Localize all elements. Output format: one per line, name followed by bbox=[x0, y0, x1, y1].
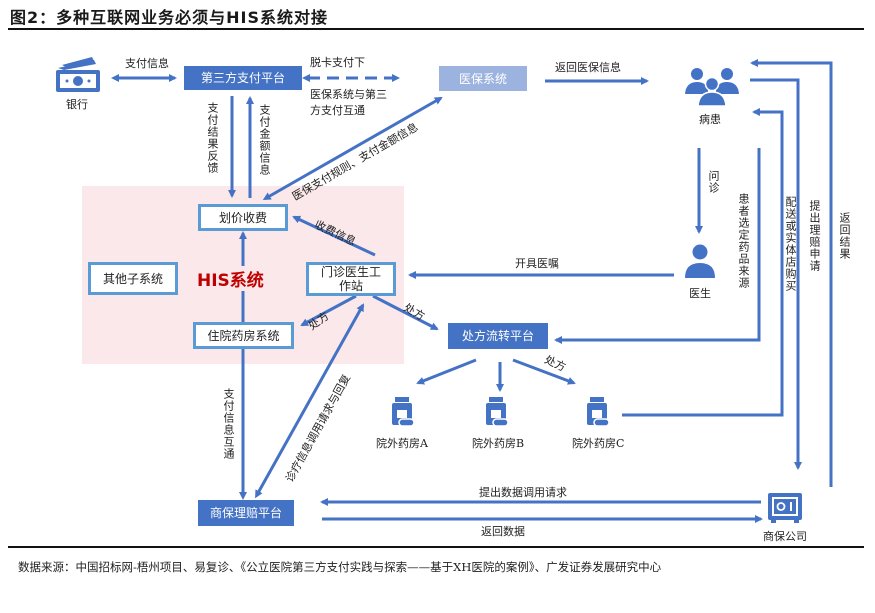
edge-label-return-result: 返回结果 bbox=[838, 212, 851, 260]
edge-label-issue-orders: 开具医嘱 bbox=[515, 257, 559, 270]
title-rule bbox=[8, 28, 864, 30]
edge-label-submit-claim: 提出理赔申请 bbox=[808, 200, 821, 272]
edge-choose-source bbox=[554, 148, 761, 344]
edge-rx-platform bbox=[372, 294, 439, 331]
edge-label-return-data: 返回数据 bbox=[481, 525, 525, 538]
his-system-label: HIS系统 bbox=[195, 266, 266, 291]
medical-insurance-node: 医保系统 bbox=[439, 66, 527, 91]
edge-label-delivery: 配送或实体店购买 bbox=[784, 196, 797, 292]
pharmacy-c-label: 院外药房C bbox=[572, 437, 625, 450]
commercial-claim-platform-node: 商保理赔平台 bbox=[198, 500, 294, 526]
pharmacy-a-bottle-icon bbox=[392, 397, 415, 427]
edge-mi-rules bbox=[262, 96, 443, 200]
doctor-label: 医生 bbox=[689, 287, 711, 300]
edge-delivery bbox=[622, 108, 784, 417]
edge-rx-a bbox=[416, 358, 477, 385]
edge-return-result bbox=[750, 59, 833, 487]
edge-label-mi-third-party: 医保系统与第三方支付互通 bbox=[310, 88, 387, 117]
source-note: 数据来源：中国招标网-梧州项目、易复诊、《公立医院第三方支付实践与探索——基于X… bbox=[18, 560, 662, 574]
edge-label-cardless-pay: 脱卡支付下 bbox=[310, 56, 365, 69]
edge-label-pay-info: 支付信息 bbox=[125, 57, 169, 70]
inpatient-pharmacy-node: 住院药房系统 bbox=[193, 322, 294, 349]
billing-node: 划价收费 bbox=[198, 204, 288, 231]
edge-label-return-mi-info: 返回医保信息 bbox=[555, 61, 621, 74]
prescription-platform-node: 处方流转平台 bbox=[448, 323, 548, 349]
patients-group-icon bbox=[685, 68, 739, 106]
edge-label-pay-result: 支付结果反馈 bbox=[206, 102, 219, 174]
edge-rx-c bbox=[512, 358, 576, 385]
edge-submit-claim bbox=[750, 78, 802, 470]
insurance-company-label: 商保公司 bbox=[763, 530, 807, 543]
insurance-safe-icon bbox=[768, 493, 802, 523]
other-subsystems-node: 其他子系统 bbox=[88, 262, 178, 295]
edge-label-submit-data-request: 提出数据调用请求 bbox=[479, 486, 567, 499]
pharmacy-c-bottle-icon bbox=[587, 397, 610, 427]
third-party-payment-node: 第三方支付平台 bbox=[184, 66, 302, 90]
edge-label-choose-source: 患者选定药品来源 bbox=[737, 193, 750, 289]
edge-fee-info bbox=[292, 215, 376, 257]
bank-money-icon bbox=[56, 57, 100, 92]
bank-label: 银行 bbox=[66, 98, 88, 111]
pharmacy-b-bottle-icon bbox=[486, 397, 509, 427]
edge-label-pay-amount: 支付金额信息 bbox=[258, 104, 271, 176]
source-rule bbox=[8, 546, 864, 548]
edge-medical-info bbox=[255, 303, 365, 499]
edge-label-consultation: 问诊 bbox=[707, 170, 720, 194]
doctor-person-icon bbox=[685, 244, 715, 278]
patients-label: 病患 bbox=[699, 113, 721, 126]
figure-title: 图2：多种互联网业务必须与HIS系统对接 bbox=[10, 8, 329, 27]
pharmacy-b-label: 院外药房B bbox=[472, 437, 525, 450]
outpatient-doctor-station-node: 门诊医生工作站 bbox=[306, 262, 396, 296]
pharmacy-a-label: 院外药房A bbox=[376, 437, 428, 450]
edge-label-pay-interop: 支付信息互通 bbox=[222, 388, 235, 460]
